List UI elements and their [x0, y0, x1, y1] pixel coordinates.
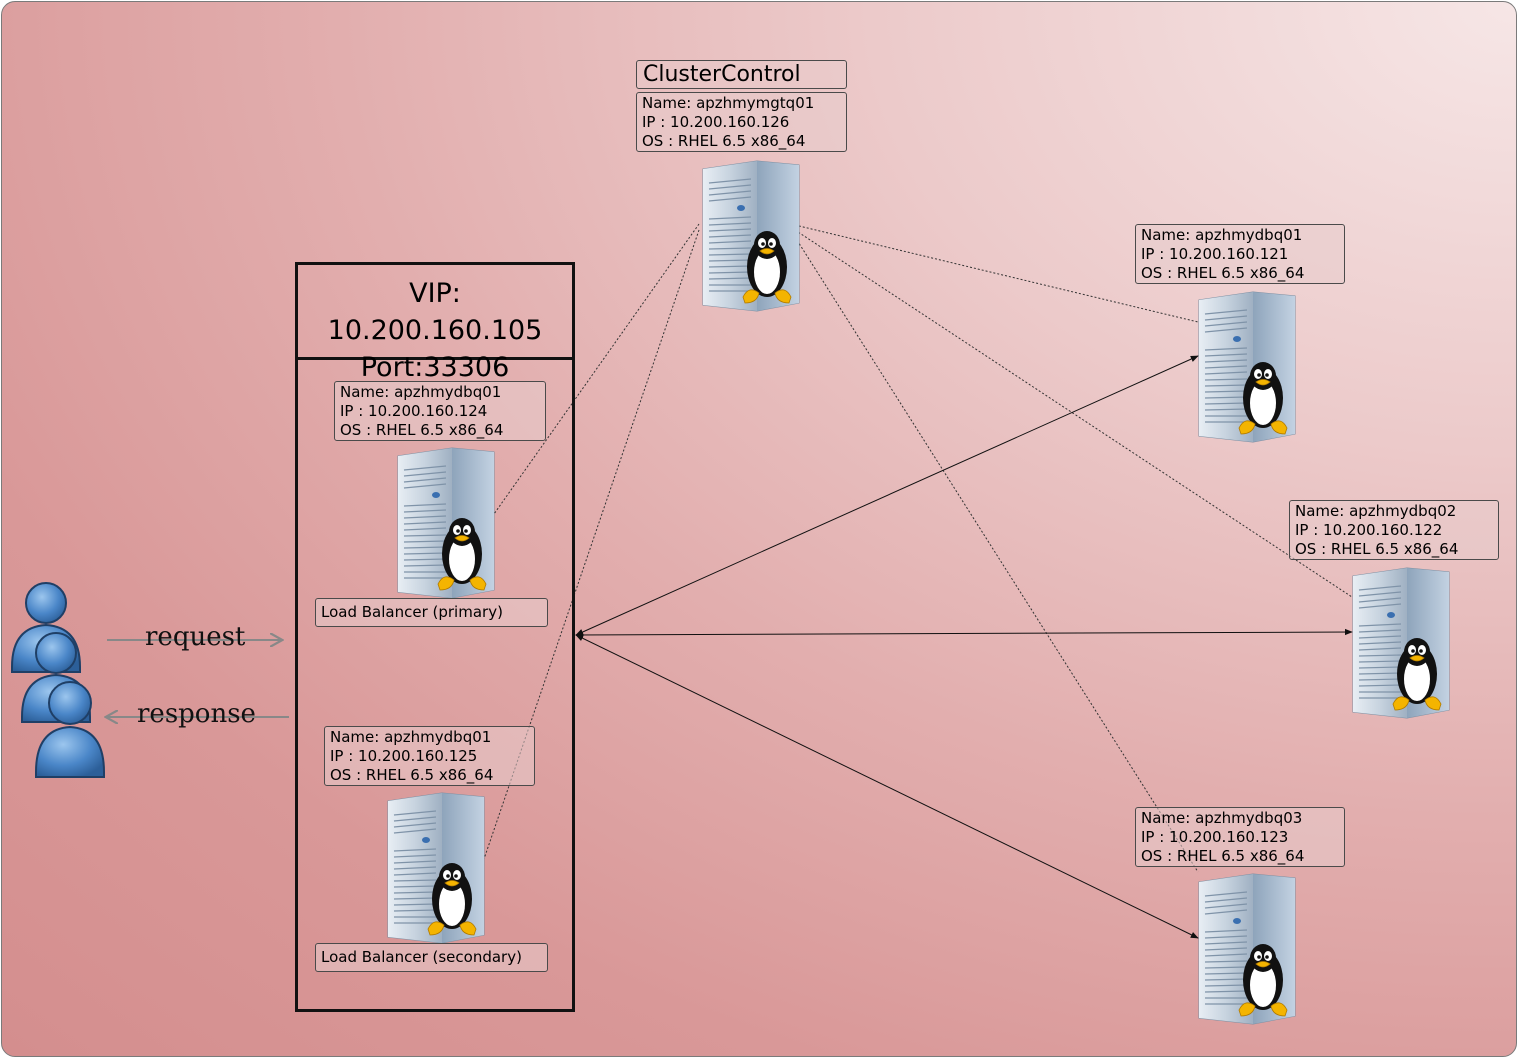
lb-secondary-info: Name: apzhmydbq01 IP : 10.200.160.125 OS…: [324, 726, 535, 786]
lb-primary-os: OS : RHEL 6.5 x86_64: [340, 421, 504, 439]
vip-port: Port:33306: [360, 352, 510, 383]
db2-ip: IP : 10.200.160.122: [1295, 521, 1443, 539]
link-cc-db1: [794, 224, 1199, 323]
lb-primary-ip: IP : 10.200.160.124: [340, 402, 488, 420]
cluster-control-title: ClusterControl: [636, 60, 847, 89]
vip-group-box: VIP: 10.200.160.105 Port:33306: [295, 262, 575, 1012]
linux-server-icon: [387, 792, 485, 944]
vip-address: VIP: 10.200.160.105: [327, 278, 543, 346]
db3-name: Name: apzhmydbq03: [1141, 809, 1303, 827]
users-icon: [11, 582, 105, 778]
lb-secondary-ip: IP : 10.200.160.125: [330, 747, 478, 765]
db1-ip: IP : 10.200.160.121: [1141, 245, 1289, 263]
link-vip-db3: [575, 634, 1199, 939]
vip-header: VIP: 10.200.160.105 Port:33306: [298, 265, 572, 383]
cluster-control-os: OS : RHEL 6.5 x86_64: [642, 132, 806, 150]
db3-info: Name: apzhmydbq03 IP : 10.200.160.123 OS…: [1135, 807, 1345, 867]
lb-secondary-name: Name: apzhmydbq01: [330, 728, 492, 746]
db3-os: OS : RHEL 6.5 x86_64: [1141, 847, 1305, 865]
db1-name: Name: apzhmydbq01: [1141, 226, 1303, 244]
linux-server-icon: [1198, 291, 1296, 443]
linux-server-icon: [702, 160, 800, 312]
lb-primary-label: Load Balancer (primary): [315, 598, 548, 627]
lb-primary-name: Name: apzhmydbq01: [340, 383, 502, 401]
link-vip-db2: [575, 628, 1353, 639]
lb-secondary-os: OS : RHEL 6.5 x86_64: [330, 766, 494, 784]
db1-os: OS : RHEL 6.5 x86_64: [1141, 264, 1305, 282]
request-label: request: [145, 622, 246, 652]
cluster-control-ip: IP : 10.200.160.126: [642, 113, 790, 131]
response-label: response: [137, 699, 256, 729]
db2-info: Name: apzhmydbq02 IP : 10.200.160.122 OS…: [1289, 500, 1499, 560]
db3-ip: IP : 10.200.160.123: [1141, 828, 1289, 846]
linux-server-icon: [397, 447, 495, 599]
db2-os: OS : RHEL 6.5 x86_64: [1295, 540, 1459, 558]
link-cc-db3: [794, 236, 1199, 873]
link-vip-db1: [575, 355, 1199, 636]
lb-secondary-label: Load Balancer (secondary): [315, 943, 548, 972]
cluster-control-name: Name: apzhmymgtq01: [642, 94, 815, 112]
db1-info: Name: apzhmydbq01 IP : 10.200.160.121 OS…: [1135, 224, 1345, 284]
data-links: [575, 355, 1353, 939]
cluster-control-info: Name: apzhmymgtq01 IP : 10.200.160.126 O…: [636, 92, 847, 152]
db2-name: Name: apzhmydbq02: [1295, 502, 1457, 520]
linux-server-icon: [1198, 873, 1296, 1025]
linux-server-icon: [1352, 567, 1450, 719]
lb-primary-info: Name: apzhmydbq01 IP : 10.200.160.124 OS…: [334, 381, 546, 441]
